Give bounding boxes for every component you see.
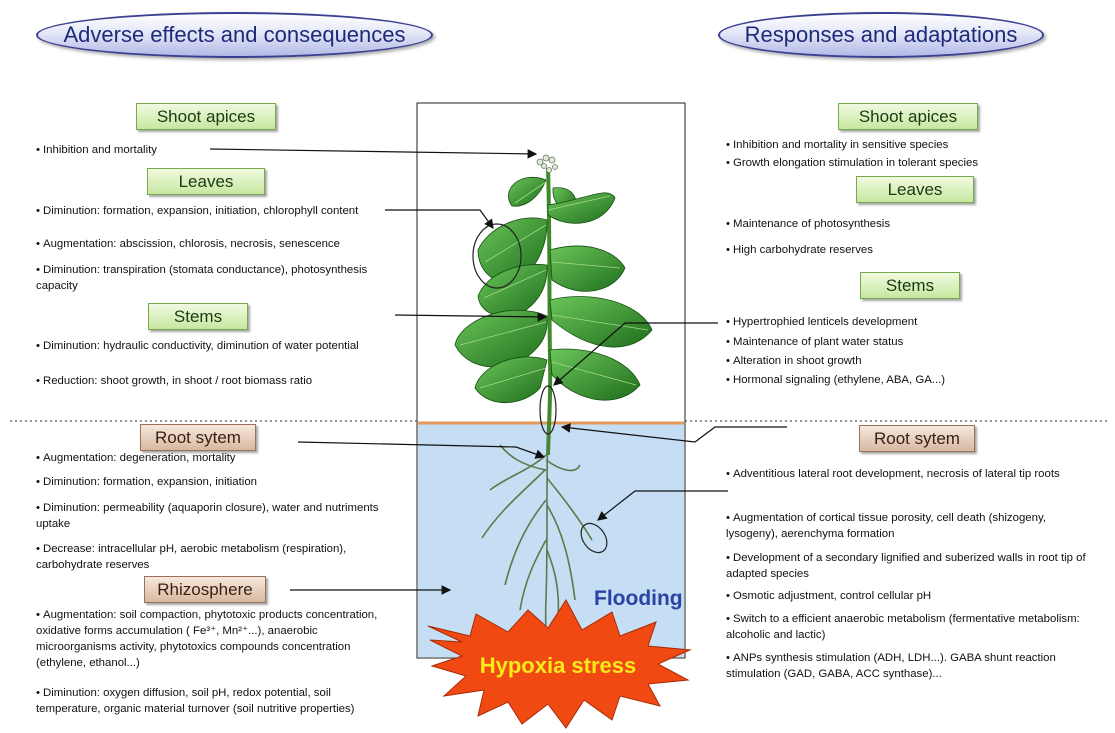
right-root-item: •Development of a secondary lignified an… <box>726 552 1086 580</box>
left-root-item: •Diminution: formation, expansion, initi… <box>36 476 258 488</box>
left-rhizo-title: Rhizosphere <box>144 576 266 603</box>
left-root-item: •Decrease: intracellular pH, aerobic met… <box>36 543 347 571</box>
right-stems-item: •Hormonal signaling (ethylene, ABA, GA..… <box>726 374 946 386</box>
right-root-item: •Augmentation of cortical tissue porosit… <box>726 512 1046 540</box>
leaf-veins <box>459 181 649 389</box>
right-shoot-item: •Inhibition and mortality in sensitive s… <box>726 139 949 151</box>
flower-buds <box>536 154 558 173</box>
left-root-title: Root sytem <box>140 424 256 451</box>
stem-circle <box>539 385 557 435</box>
flooding-label: Flooding <box>594 587 683 610</box>
left-shoot-title: Shoot apices <box>136 103 276 130</box>
right-root-item: •Osmotic adjustment, control cellular pH <box>726 590 932 602</box>
left-header: Adverse effects and consequences <box>36 12 433 58</box>
hypoxia-label: Hypoxia stress <box>480 653 637 678</box>
left-leaves-item: •Diminution: transpiration (stomata cond… <box>36 264 368 292</box>
right-stems-item: •Hypertrophied lenticels development <box>726 316 918 328</box>
right-header: Responses and adaptations <box>718 12 1044 58</box>
right-stems-item: •Maintenance of plant water status <box>726 336 904 348</box>
right-stems-item: •Alteration in shoot growth <box>726 355 862 367</box>
hypoxia-burst <box>427 599 692 729</box>
right-stems-title: Stems <box>860 272 960 299</box>
arrows <box>209 148 787 595</box>
root-circle <box>580 522 608 554</box>
water-area <box>418 423 684 657</box>
left-shoot-item: •Inhibition and mortality <box>36 144 157 156</box>
left-stems-title: Stems <box>148 303 248 330</box>
left-leaves-title: Leaves <box>147 168 265 195</box>
plant-stem <box>546 167 553 456</box>
right-leaves-item: •Maintenance of photosynthesis <box>726 218 891 230</box>
right-root-item: •Adventitious lateral root development, … <box>726 468 1060 480</box>
leaf-circle <box>472 223 522 289</box>
left-leaves-item: •Augmentation: abscission, chlorosis, ne… <box>36 238 340 250</box>
right-leaves-item: •High carbohydrate reserves <box>726 244 873 256</box>
right-root-item: •ANPs synthesis stimulation (ADH, LDH...… <box>726 652 1056 680</box>
right-shoot-title: Shoot apices <box>838 103 978 130</box>
right-shoot-item: •Growth elongation stimulation in tolera… <box>726 157 979 169</box>
left-stems-item: •Diminution: hydraulic conductivity, dim… <box>36 340 359 352</box>
left-leaves-item: •Diminution: formation, expansion, initi… <box>36 205 359 217</box>
left-rhizo-item: •Diminution: oxygen diffusion, soil pH, … <box>36 687 355 715</box>
right-root-title: Root sytem <box>859 425 975 452</box>
left-root-item: •Diminution: permeability (aquaporin clo… <box>36 502 379 530</box>
left-rhizo-item: •Augmentation: soil compaction, phytotox… <box>36 609 378 669</box>
right-root-item: •Switch to a efficient anaerobic metabol… <box>726 613 1080 641</box>
left-root-item: •Augmentation: degeneration, mortality <box>36 452 236 464</box>
left-stems-item: •Reduction: shoot growth, in shoot / roo… <box>36 375 313 387</box>
plant-roots <box>481 429 593 661</box>
right-leaves-title: Leaves <box>856 176 974 203</box>
